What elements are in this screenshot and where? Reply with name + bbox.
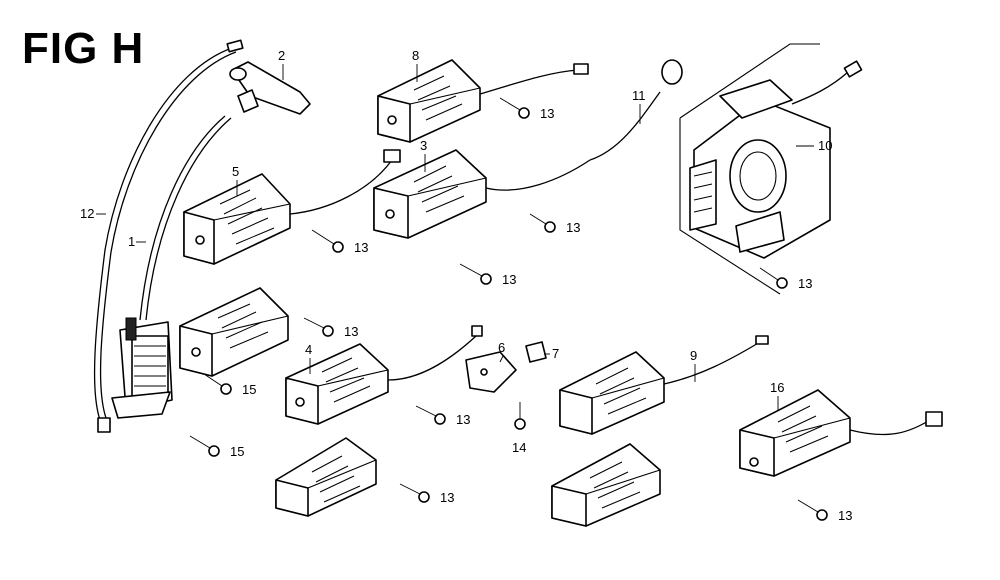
coil-module-9-upper [559, 351, 665, 435]
label-13: 13 [502, 272, 516, 287]
coil-module-3 [373, 149, 487, 239]
bolt [415, 405, 446, 425]
ignition-coil [111, 317, 173, 419]
bracket-6 [465, 351, 517, 393]
label-13: 13 [456, 412, 470, 427]
label-13: 13 [540, 106, 554, 121]
wire-1 [139, 115, 232, 321]
label-7: 7 [552, 346, 559, 361]
callouts: 2 8 11 10 3 5 12 1 4 6 7 9 14 16 13 13 1… [80, 48, 852, 523]
bolt [529, 213, 556, 233]
bolt [514, 402, 526, 430]
label-15: 15 [242, 382, 256, 397]
wire-harnesses [289, 59, 943, 436]
bolt [797, 499, 828, 521]
label-13: 13 [344, 324, 358, 339]
coil-module-5 [183, 173, 291, 265]
label-8: 8 [412, 48, 419, 63]
coil-module-9-lower [551, 443, 661, 527]
stator-10 [679, 43, 863, 295]
label-13: 13 [798, 276, 812, 291]
bolt [499, 97, 530, 119]
label-3: 3 [420, 138, 427, 153]
bolt [399, 483, 430, 503]
label-11: 11 [632, 88, 646, 103]
clip-7 [525, 341, 547, 363]
bolts [189, 97, 828, 521]
label-13: 13 [566, 220, 580, 235]
coil-module-lower-center [275, 437, 377, 517]
plug-cap-2 [229, 61, 311, 115]
bolt [759, 267, 788, 289]
coil-module-lower-left [179, 287, 289, 377]
bolt [189, 435, 220, 457]
bolt [203, 373, 232, 395]
coil-module-4 [285, 343, 389, 425]
label-16: 16 [770, 380, 784, 395]
wire-12 [93, 39, 244, 433]
bolt [459, 263, 492, 285]
bolt [303, 317, 334, 337]
label-4: 4 [305, 342, 312, 357]
bolt [311, 229, 344, 253]
label-13: 13 [838, 508, 852, 523]
label-13: 13 [440, 490, 454, 505]
label-12: 12 [80, 206, 94, 221]
coil-module-8 [377, 59, 481, 143]
label-5: 5 [232, 164, 239, 179]
coil-module-16 [739, 389, 851, 477]
label-1: 1 [128, 234, 135, 249]
label-15: 15 [230, 444, 244, 459]
label-9: 9 [690, 348, 697, 363]
label-2: 2 [278, 48, 285, 63]
label-13: 13 [354, 240, 368, 255]
label-14: 14 [512, 440, 526, 455]
figure-title: FIG H [22, 24, 145, 73]
label-10: 10 [818, 138, 832, 153]
label-6: 6 [498, 340, 505, 355]
